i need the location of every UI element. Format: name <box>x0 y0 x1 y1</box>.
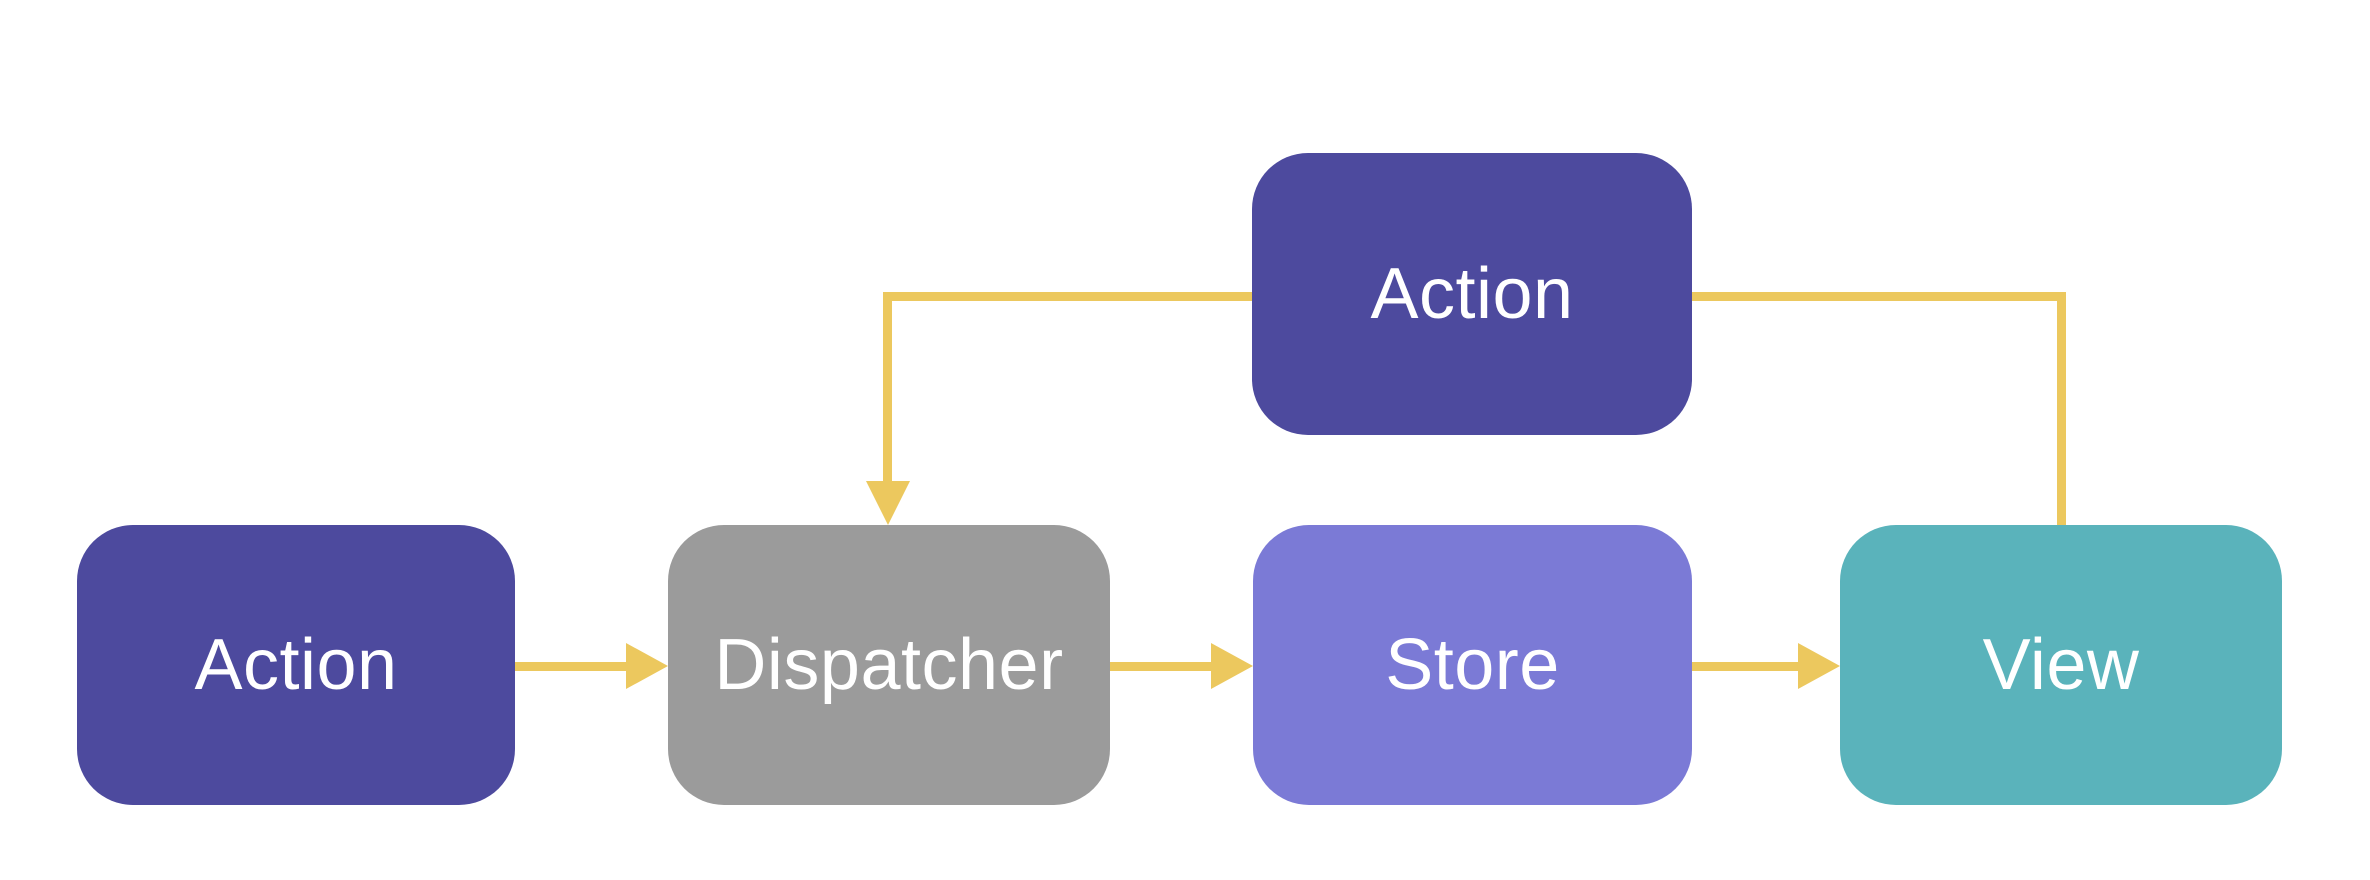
edge-view-to-action-top-line-horizontal <box>1692 292 2066 301</box>
node-view: View <box>1840 525 2282 805</box>
edge-dispatcher-to-store-line <box>1110 662 1214 671</box>
arrowhead-right-icon <box>626 643 668 689</box>
node-action: Action <box>77 525 515 805</box>
arrowhead-right-icon <box>1798 643 1840 689</box>
arrowhead-down-icon <box>866 481 910 525</box>
edge-action-top-to-dispatcher-line-horizontal <box>883 292 1252 301</box>
node-action-top: Action <box>1252 153 1692 435</box>
arrowhead-right-icon <box>1211 643 1253 689</box>
edge-view-to-action-top-line-vertical <box>2057 292 2066 525</box>
node-label: Dispatcher <box>714 625 1064 705</box>
node-label: View <box>1982 625 2140 705</box>
node-label: Store <box>1385 625 1560 705</box>
edge-action-to-dispatcher-line <box>515 662 629 671</box>
node-label: Action <box>194 625 398 705</box>
edge-action-top-to-dispatcher-line-vertical <box>883 292 892 484</box>
node-store: Store <box>1253 525 1692 805</box>
edge-store-to-view-line <box>1692 662 1801 671</box>
node-label: Action <box>1370 254 1574 334</box>
node-dispatcher: Dispatcher <box>668 525 1110 805</box>
